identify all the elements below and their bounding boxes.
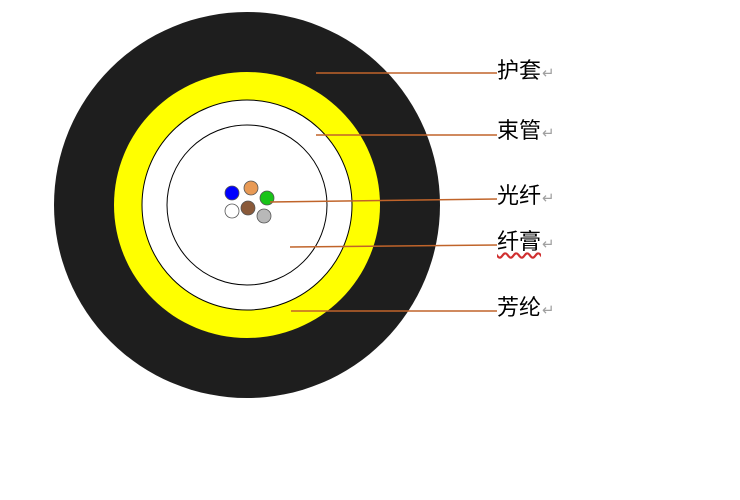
label-optical-fiber: 光纤↵ xyxy=(497,182,555,212)
label-aramid: 芳纶↵ xyxy=(497,294,555,324)
fiber-orange xyxy=(243,180,259,196)
optical-fiber-bundle xyxy=(224,180,275,224)
fiber-white xyxy=(224,203,240,219)
fiber-brown xyxy=(240,200,256,216)
paragraph-mark-icon: ↵ xyxy=(542,124,555,142)
paragraph-mark-icon: ↵ xyxy=(542,301,555,319)
label-loose-tube: 束管↵ xyxy=(497,117,555,147)
fiber-gray xyxy=(256,208,272,224)
paragraph-mark-icon: ↵ xyxy=(542,189,555,207)
label-jacket-text: 护套 xyxy=(497,59,542,84)
label-aramid-text: 芳纶 xyxy=(497,296,542,321)
label-fiber-gel: 纤膏↵ xyxy=(497,228,555,258)
label-loose-tube-text: 束管 xyxy=(497,119,542,144)
leader-line-fiber xyxy=(269,198,498,203)
label-jacket: 护套↵ xyxy=(497,57,555,87)
label-fiber-gel-text: 纤膏 xyxy=(497,230,542,255)
paragraph-mark-icon: ↵ xyxy=(542,235,555,253)
fiber-blue xyxy=(224,185,240,201)
paragraph-mark-icon: ↵ xyxy=(542,64,555,82)
leader-line-gel xyxy=(289,244,498,248)
fiber-green xyxy=(259,190,275,206)
label-optical-fiber-text: 光纤 xyxy=(497,184,542,209)
